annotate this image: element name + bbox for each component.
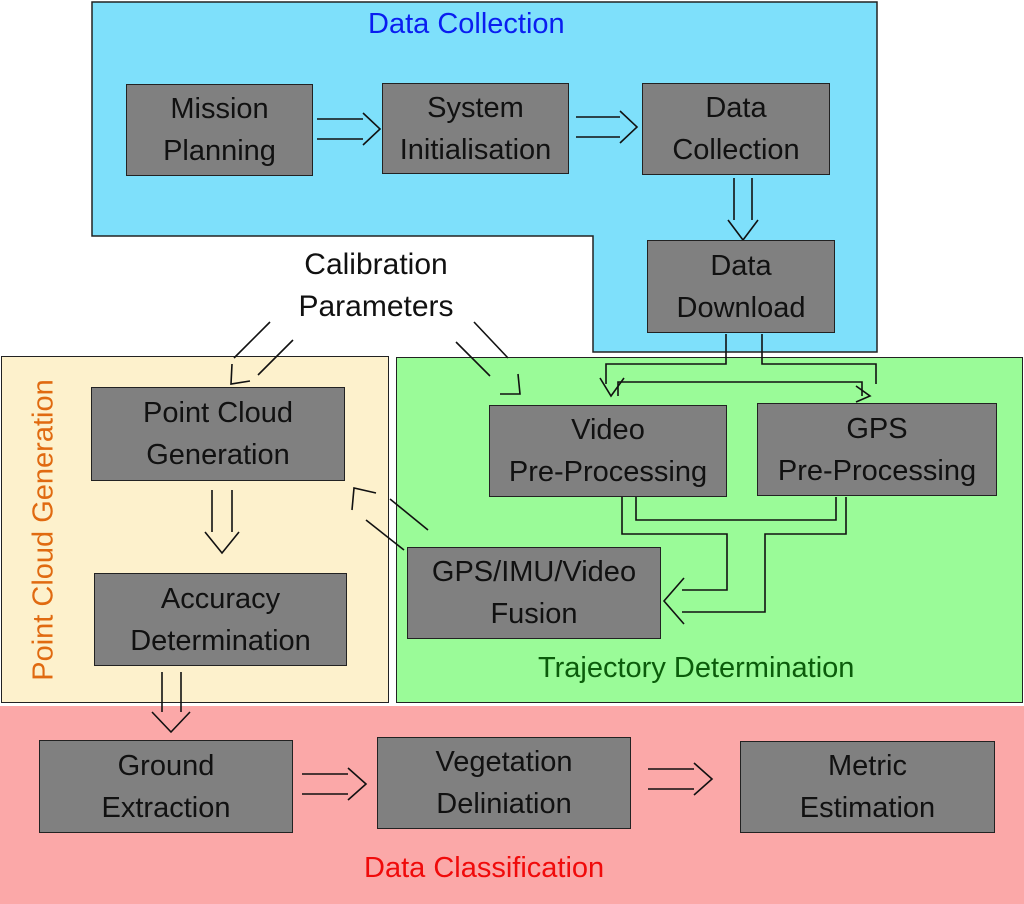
arrow-calibration-to-point-cloud [230,321,294,385]
box-metric-estimation: Metric Estimation [740,741,995,833]
box-label: GPS/IMU/Video Fusion [431,556,637,630]
region-title-data-collection: Data Collection [368,8,565,40]
box-label: Vegetation Deliniation [435,746,573,820]
calibration-parameters-label: Calibration Parameters [298,248,454,323]
box-gps-pre-processing: GPS Pre-Processing [757,403,997,496]
box-label: Data Collection [672,92,800,166]
arrow-vegetation-to-metric [648,762,714,796]
arrow-calibration-to-video [455,321,521,395]
arrow-accuracy-to-ground [151,672,191,734]
box-data-collection: Data Collection [642,83,830,175]
arrow-download-to-preprocessing [599,334,877,403]
box-point-cloud-generation: Point Cloud Generation [91,387,345,481]
box-label: Data Download [676,249,806,324]
box-label: GPS Pre-Processing [777,412,977,487]
box-data-download: Data Download [647,240,835,333]
region-title-data-classification: Data Classification [364,852,605,884]
box-vegetation-deliniation: Vegetation Deliniation [377,737,631,829]
arrow-mission-to-system [317,112,382,146]
box-label: Ground Extraction [101,749,231,824]
box-system-initialisation: System Initialisation [382,83,569,174]
region-title-point-cloud-generation: Point Cloud Generation [27,379,60,681]
region-title-trajectory-determination: Trajectory Determination [538,652,855,684]
arrow-ground-to-vegetation [302,767,368,801]
arrow-preprocessing-to-fusion [621,497,847,625]
arrow-point-cloud-to-accuracy [204,490,240,555]
box-mission-planning: Mission Planning [126,84,313,176]
box-label: Mission Planning [163,93,276,167]
box-label: Point Cloud Generation [143,397,293,471]
box-accuracy-determination: Accuracy Determination [94,573,347,666]
box-label: Accuracy Determination [130,582,311,657]
box-label: Video Pre-Processing [508,414,708,488]
box-label: Metric Estimation [799,750,936,824]
arrow-fusion-to-point-cloud [351,487,429,551]
box-video-pre-processing: Video Pre-Processing [489,405,727,497]
box-label: System Initialisation [399,91,552,166]
box-gps-imu-video-fusion: GPS/IMU/Video Fusion [407,547,661,639]
arrow-system-to-collection [576,110,639,144]
box-ground-extraction: Ground Extraction [39,740,293,833]
